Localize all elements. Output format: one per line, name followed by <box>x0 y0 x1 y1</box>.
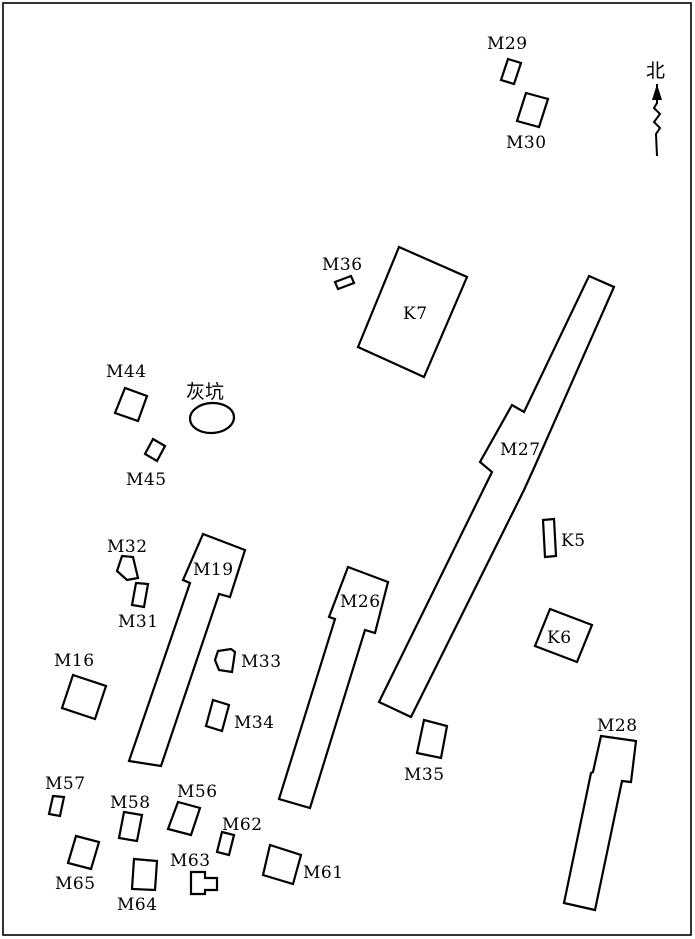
label-k6: K6 <box>547 628 572 648</box>
label-m30: M30 <box>506 133 547 153</box>
label-m58: M58 <box>110 793 151 813</box>
ash-pit <box>188 401 236 435</box>
label-m44: M44 <box>106 362 147 382</box>
label-m32: M32 <box>107 537 148 557</box>
label-m56: M56 <box>177 782 218 802</box>
burial-m65 <box>66 834 101 871</box>
label-m31: M31 <box>118 612 159 632</box>
burial-m62 <box>215 830 236 857</box>
label-m29: M29 <box>487 34 528 54</box>
pit-k7 <box>356 245 469 379</box>
label-m62: M62 <box>222 815 263 835</box>
label-m19: M19 <box>193 560 234 580</box>
burial-m16 <box>60 673 108 721</box>
label-k7: K7 <box>403 304 428 324</box>
label-m16: M16 <box>54 651 95 671</box>
label-m27: M27 <box>500 440 541 460</box>
north-arrow-icon <box>652 84 662 157</box>
label-m28: M28 <box>597 716 638 736</box>
burial-m56 <box>166 800 202 837</box>
label-m35: M35 <box>404 765 445 785</box>
label-m61: M61 <box>303 863 344 883</box>
label-m57: M57 <box>45 774 86 794</box>
burial-m19 <box>127 532 247 768</box>
label-k5: K5 <box>561 531 586 551</box>
pit-k5 <box>541 517 558 559</box>
pit-k6 <box>533 607 594 664</box>
burial-m44 <box>113 386 149 423</box>
burial-m36 <box>333 274 356 291</box>
label-m34: M34 <box>234 713 275 733</box>
burial-m26 <box>277 565 390 810</box>
burial-m45 <box>143 437 167 463</box>
label-m33: M33 <box>241 652 282 672</box>
north-label: 北 <box>646 60 665 82</box>
burial-m64 <box>130 857 159 892</box>
burial-m57 <box>47 794 66 818</box>
burial-m27 <box>377 274 616 719</box>
burial-m29 <box>499 57 523 86</box>
label-m63: M63 <box>170 851 211 871</box>
burial-m61 <box>261 843 303 886</box>
burial-m31 <box>130 581 150 609</box>
burial-m35 <box>415 718 449 760</box>
label-m45: M45 <box>126 470 167 490</box>
burial-m33 <box>213 647 237 674</box>
burial-m34 <box>204 698 231 733</box>
burial-m30 <box>515 91 550 129</box>
burial-m28 <box>562 734 638 912</box>
label-m36: M36 <box>322 255 363 275</box>
burial-m32 <box>115 554 140 582</box>
label-m64: M64 <box>117 895 158 915</box>
burial-m58 <box>117 810 144 843</box>
label-m65: M65 <box>55 874 96 894</box>
label-m26: M26 <box>340 592 381 612</box>
label-ash-pit: 灰坑 <box>186 381 224 403</box>
burial-m63 <box>189 870 219 896</box>
